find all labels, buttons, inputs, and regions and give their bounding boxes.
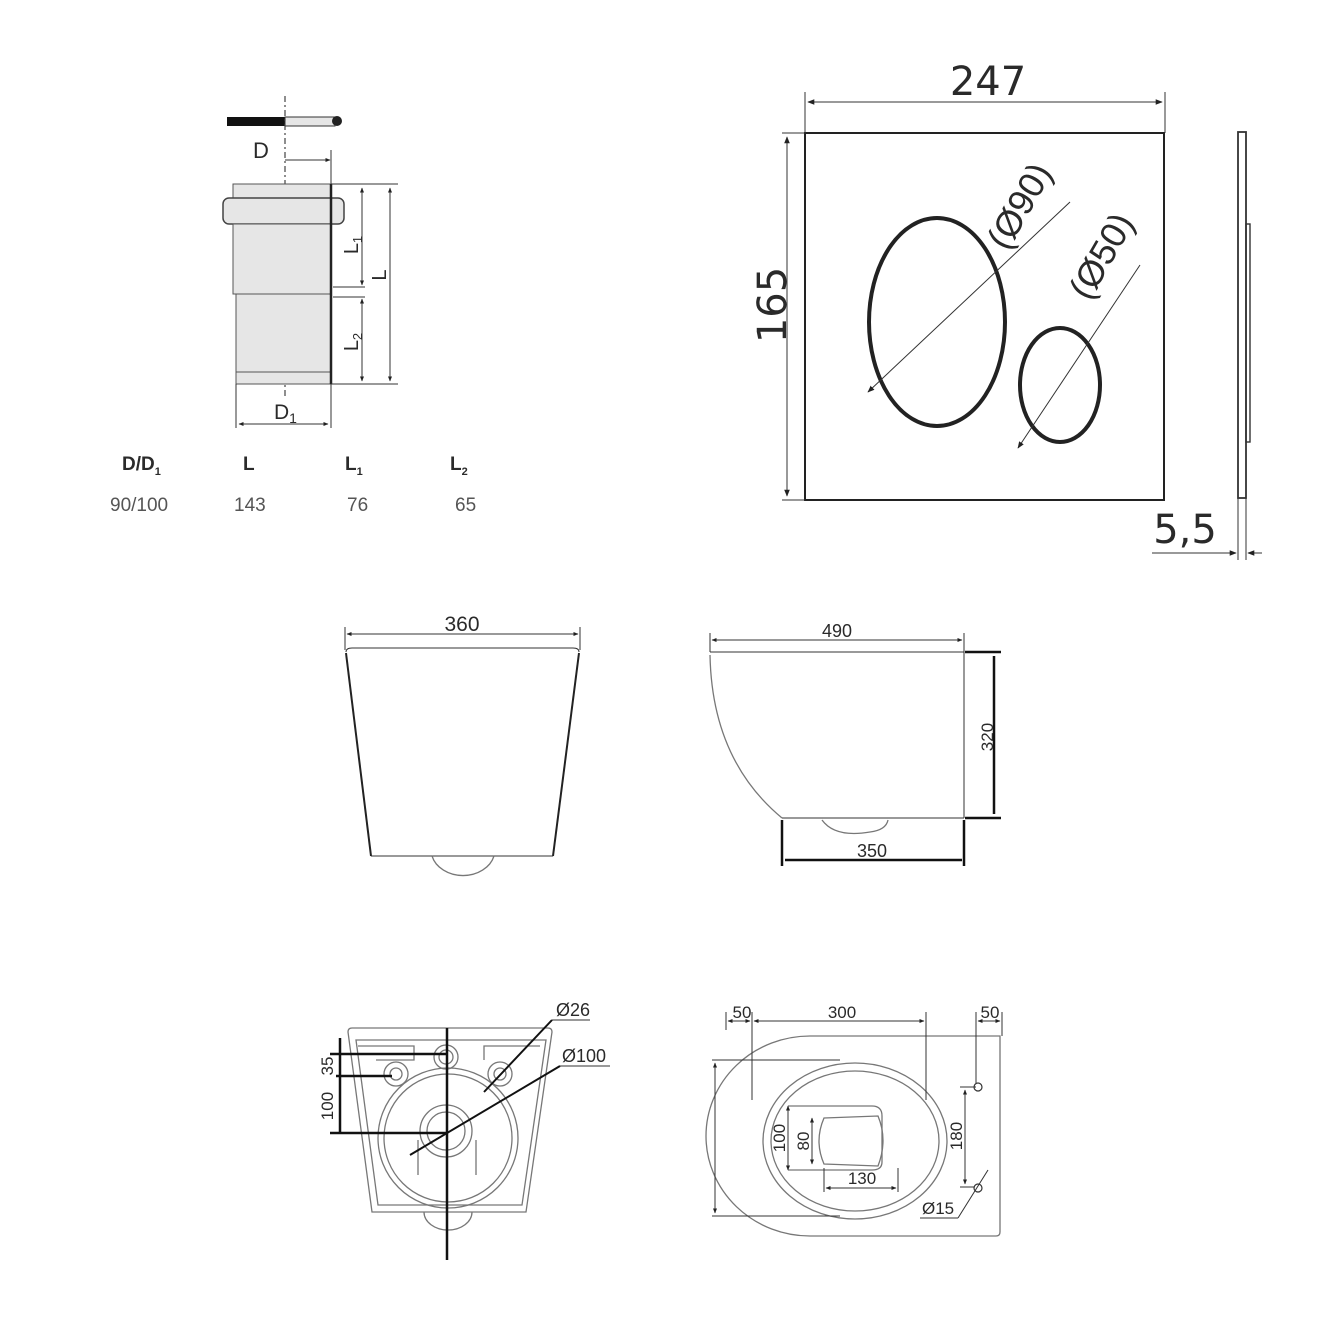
plate-thickness-label: 5,5 xyxy=(1153,507,1217,553)
top-margin-left-label: 50 xyxy=(733,1003,752,1022)
back-outlet-diameter-label: Ø100 xyxy=(562,1046,606,1066)
large-flush-button xyxy=(867,216,1007,428)
pipe-dim-D: D xyxy=(253,138,269,163)
top-bowl-outer-label: 100 xyxy=(770,1124,789,1152)
table-cell: 143 xyxy=(234,495,266,516)
pipe-dim-L1: L1 xyxy=(341,236,365,254)
top-bowl-length-label: 130 xyxy=(848,1169,876,1188)
pipe-dim-L: L xyxy=(369,269,391,280)
flush-plate-drawing: 247 165 (Ø90) (Ø50) 5,5 xyxy=(750,59,1262,560)
front-width-label: 360 xyxy=(444,613,479,636)
plate-side-profile xyxy=(1237,131,1247,499)
table-cell: 65 xyxy=(455,495,476,516)
pipe-dim-L2: L2 xyxy=(341,333,365,351)
large-button-diameter-label: (Ø90) xyxy=(978,156,1060,256)
table-cell: 76 xyxy=(347,495,368,516)
pipe-dim-D1: D1 xyxy=(274,401,297,426)
top-hole-diameter-label: Ø15 xyxy=(922,1199,954,1218)
table-cell: 90/100 xyxy=(110,495,168,516)
side-length-label: 490 xyxy=(822,621,852,641)
side-height-label: 320 xyxy=(978,723,997,751)
small-button-diameter-label: (Ø50) xyxy=(1060,206,1142,306)
side-base-label: 350 xyxy=(857,841,887,861)
table-header-l2: L2 xyxy=(450,454,468,478)
top-margin-right-label: 50 xyxy=(981,1003,1000,1022)
toilet-side-view: 490 320 350 xyxy=(709,621,1001,866)
toilet-top-view: 50 300 50 100 80 130 180 Ø15 xyxy=(705,1003,1003,1237)
pipe-dimension-table: D/D1 L L1 L2 90/100 143 76 65 xyxy=(110,454,476,516)
plate-width-label: 247 xyxy=(950,59,1026,105)
pipe-connector-drawing: D L1 L L2 D1 xyxy=(222,96,398,428)
top-bowl-inner-label: 80 xyxy=(794,1132,813,1151)
small-flush-button xyxy=(1018,326,1102,444)
back-hole-diameter-label: Ø26 xyxy=(556,1000,590,1020)
toilet-back-view: 35 100 Ø26 Ø100 xyxy=(318,1000,610,1260)
plate-height-label: 165 xyxy=(750,267,796,343)
top-seat-width-label: 300 xyxy=(828,1003,856,1022)
table-header-d-d1: D/D1 xyxy=(122,454,161,478)
toilet-front-view: 360 xyxy=(344,613,581,877)
top-hole-spacing-label: 180 xyxy=(947,1122,966,1150)
table-header-l1: L1 xyxy=(345,454,363,478)
table-header-l: L xyxy=(243,454,255,475)
back-offset-100-label: 100 xyxy=(318,1092,337,1120)
back-offset-35-label: 35 xyxy=(318,1057,337,1076)
